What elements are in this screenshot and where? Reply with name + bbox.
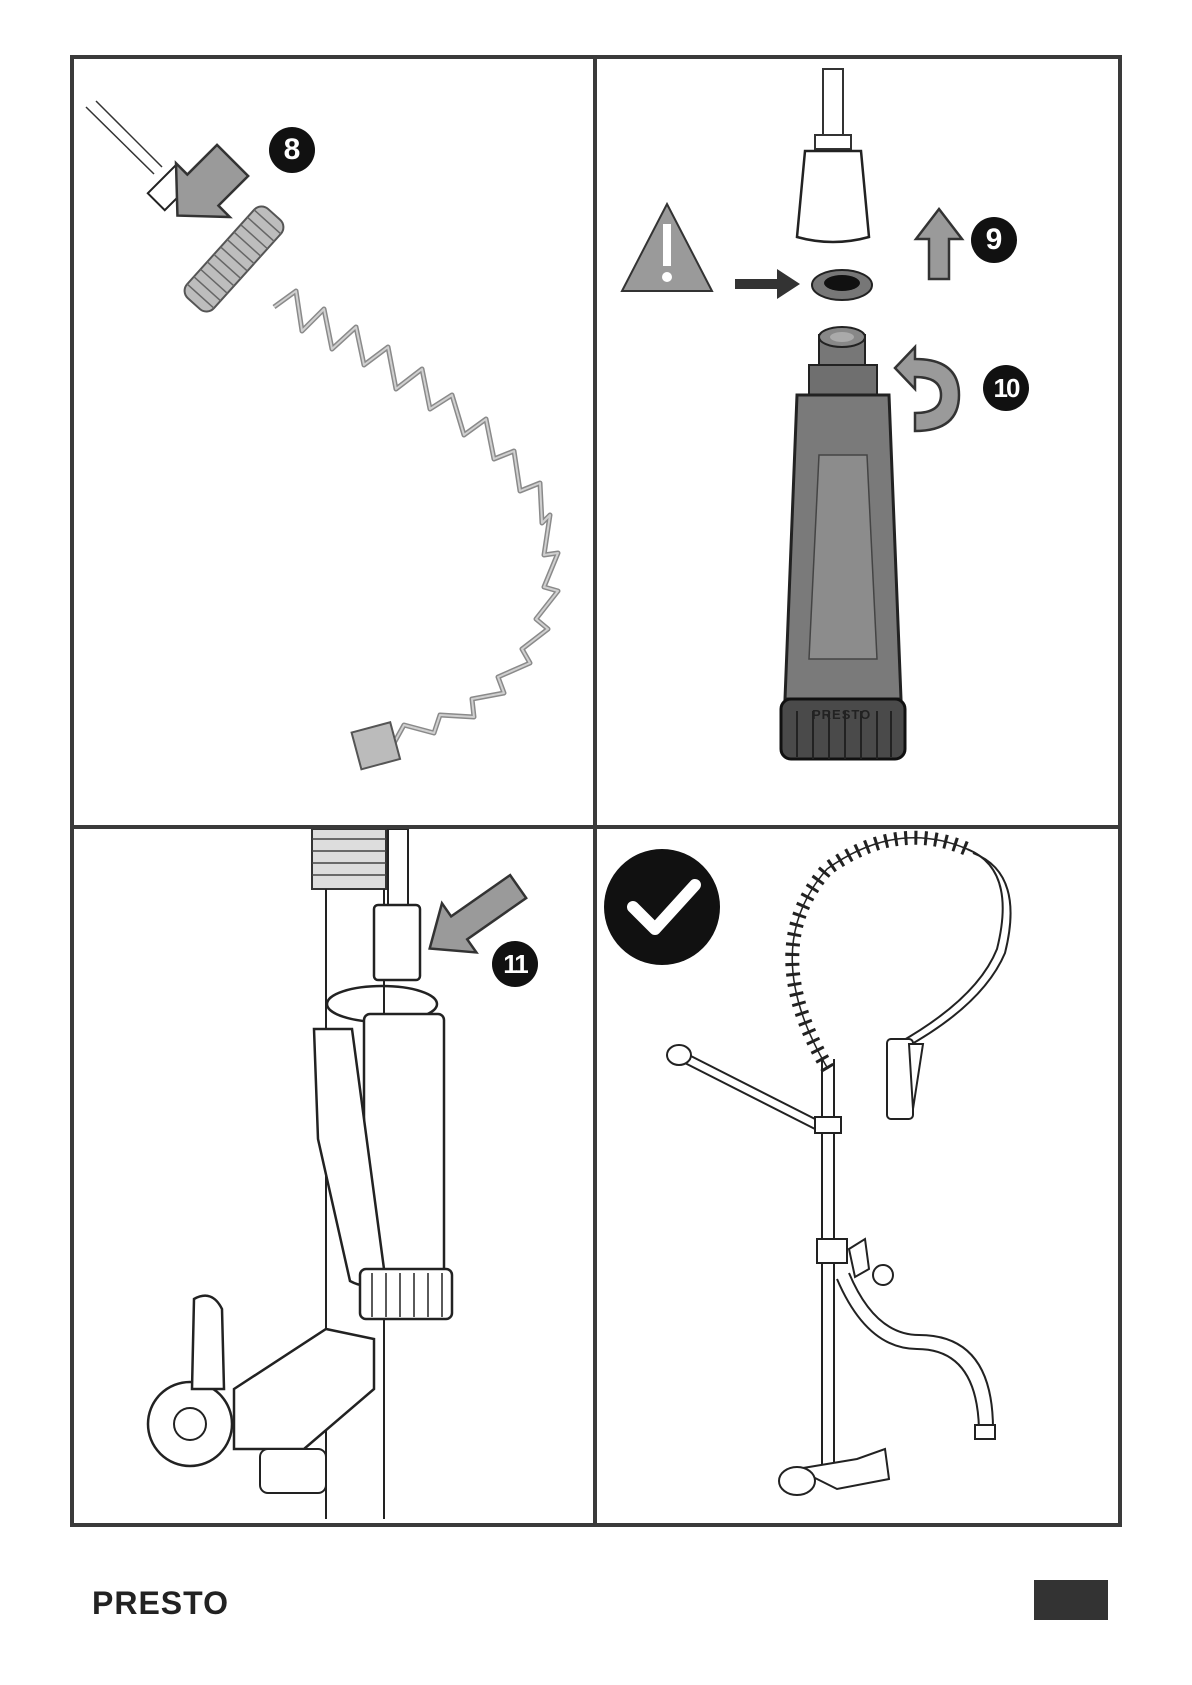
page-number-box <box>1034 1580 1108 1620</box>
arrow-icon <box>916 209 962 279</box>
checkmark-icon <box>604 849 720 965</box>
panel-complete <box>597 829 1118 1523</box>
hose-disconnect-illustration <box>74 59 593 825</box>
warning-triangle-icon <box>622 204 712 291</box>
spray-head <box>781 327 905 759</box>
panel-step-8: 8 <box>74 59 593 825</box>
step-9-badge: 9 <box>971 217 1017 263</box>
coil-tight <box>180 202 287 315</box>
panel-step-11: 11 <box>74 829 593 1523</box>
step-10-badge: 10 <box>983 365 1029 411</box>
spray-head-brand-label: PRESTO <box>812 707 871 722</box>
step-8-badge: 8 <box>269 127 315 173</box>
spring-coil <box>274 291 558 743</box>
footer-brand-logo: PRESTO <box>92 1585 229 1622</box>
rotate-arrow-icon <box>895 347 959 431</box>
step-11-badge: 11 <box>492 941 538 987</box>
panel-step-9-10: PRESTO 9 10 <box>597 59 1118 825</box>
reinsert-spray-head-illustration <box>74 829 593 1523</box>
assembled-unit-illustration <box>597 829 1118 1523</box>
